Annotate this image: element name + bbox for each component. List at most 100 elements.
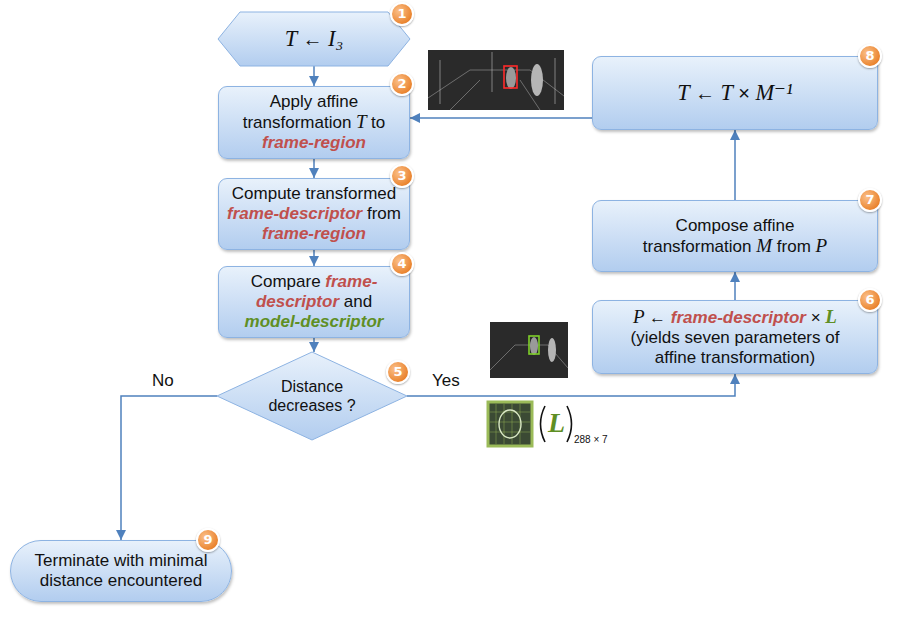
node-text: Compose affine transformation M from P bbox=[625, 216, 845, 257]
process-box: Compose affine transformation M from P bbox=[592, 200, 878, 272]
flow-arrow bbox=[313, 338, 315, 352]
text-run: from bbox=[367, 204, 401, 223]
text-run: ← bbox=[649, 308, 671, 327]
shape-fill bbox=[217, 352, 407, 440]
node-text: Distance decreases ? bbox=[264, 377, 360, 415]
text-run: frame-descriptor bbox=[671, 308, 811, 327]
flow-arrow bbox=[734, 272, 736, 300]
decision-diamond: Distance decreases ? bbox=[217, 352, 407, 440]
edge-label: No bbox=[150, 371, 176, 391]
text-run: Apply bbox=[270, 92, 317, 111]
text-run: of bbox=[825, 328, 839, 347]
flow-arrow bbox=[410, 117, 592, 119]
text-run: M bbox=[756, 235, 777, 256]
text-run: frame-region bbox=[262, 224, 366, 243]
shape-fill bbox=[218, 12, 410, 66]
text-run: parameters bbox=[735, 328, 826, 347]
diamond-outline bbox=[217, 352, 407, 440]
text-run: Distance bbox=[281, 378, 343, 395]
text-run: frame-region bbox=[262, 133, 366, 152]
text-run: transformation bbox=[243, 113, 356, 132]
callout-number: 5 bbox=[386, 360, 410, 384]
node-text: Compare frame-descriptor and model-descr… bbox=[227, 272, 401, 332]
callout-number: 7 bbox=[858, 188, 882, 212]
text-run: from bbox=[777, 237, 816, 256]
bracket bbox=[541, 406, 546, 442]
flow-arrow bbox=[313, 250, 315, 266]
node-text: (yields seven parameters of affine trans… bbox=[628, 328, 843, 368]
callout-number: 8 bbox=[858, 44, 882, 68]
text-run: T bbox=[721, 80, 739, 105]
edge-label: Yes bbox=[430, 371, 462, 391]
tracking-box bbox=[529, 336, 539, 354]
node-text: Compute transformed frame-descriptor fro… bbox=[227, 184, 401, 244]
text-run: Compute bbox=[232, 184, 306, 203]
text-run: × bbox=[738, 82, 755, 104]
grid-lines bbox=[490, 404, 530, 444]
text-run: frame-descriptor bbox=[227, 204, 367, 223]
callout-number: 2 bbox=[390, 72, 414, 96]
start-hexagon: T ← I₃ bbox=[218, 12, 410, 66]
person-figure bbox=[548, 338, 556, 362]
text-run: ← bbox=[695, 82, 721, 104]
frame-thumbnail bbox=[490, 322, 568, 378]
frame-thumbnail bbox=[428, 50, 564, 110]
bracket bbox=[567, 406, 572, 442]
callout-number: 9 bbox=[196, 528, 220, 552]
edge-streaks bbox=[440, 52, 555, 104]
flow-arrow bbox=[313, 66, 315, 86]
text-run: T bbox=[677, 80, 695, 105]
text-run: affine bbox=[655, 348, 701, 367]
text-run: decreases bbox=[268, 397, 346, 414]
process-box: Compare frame-descriptor and model-descr… bbox=[218, 266, 410, 338]
person-figure bbox=[530, 337, 538, 355]
tracking-box bbox=[504, 66, 517, 88]
text-run: ? bbox=[347, 397, 356, 414]
process-box: P ← frame-descriptor × L(yields seven pa… bbox=[592, 300, 878, 374]
text-run: to bbox=[371, 113, 385, 132]
node-text: T ← T × M⁻¹ bbox=[677, 81, 792, 105]
process-box: Compute transformed frame-descriptor fro… bbox=[218, 178, 410, 250]
face-outline bbox=[499, 410, 521, 438]
node-text: Apply affine transformation T to frame-r… bbox=[227, 92, 401, 153]
text-run: affine bbox=[753, 216, 794, 235]
callout-number: 6 bbox=[858, 288, 882, 312]
text-run: (yields bbox=[631, 328, 685, 347]
text-run: Terminate bbox=[35, 551, 114, 570]
text-run: I₃ bbox=[328, 26, 343, 51]
matrix-dimensions: 288 × 7 bbox=[574, 434, 608, 446]
thumbnail-ground bbox=[490, 322, 568, 378]
person-figure bbox=[506, 67, 516, 89]
flow-arrow bbox=[734, 130, 736, 200]
text-run: × bbox=[811, 308, 826, 327]
text-run: Compose bbox=[676, 216, 753, 235]
floor-lines bbox=[428, 70, 564, 110]
text-run: transformed bbox=[306, 184, 397, 203]
callout-number: 1 bbox=[390, 2, 414, 26]
text-run: transformation) bbox=[701, 348, 815, 367]
text-run: with bbox=[114, 551, 149, 570]
text-run: P bbox=[816, 235, 828, 256]
node-text: Terminate with minimal distance encounte… bbox=[25, 551, 217, 591]
flow-arrow bbox=[121, 396, 217, 540]
callout-number: 3 bbox=[390, 164, 414, 188]
text-run: P bbox=[633, 306, 649, 327]
text-run: L bbox=[825, 306, 837, 327]
text-run: transformation bbox=[643, 237, 756, 256]
text-run: encountered bbox=[108, 571, 203, 590]
text-run: affine bbox=[317, 92, 358, 111]
text-run: ← bbox=[302, 28, 328, 50]
text-run: seven bbox=[684, 328, 734, 347]
model-image bbox=[488, 402, 532, 446]
person-figure bbox=[531, 64, 543, 96]
callout-number: 4 bbox=[390, 252, 414, 276]
text-run: model-descriptor bbox=[245, 312, 384, 331]
text-run: and bbox=[344, 292, 372, 311]
text-run: T bbox=[285, 26, 303, 51]
process-box: T ← T × M⁻¹ bbox=[592, 56, 878, 130]
node-text: P ← frame-descriptor × L bbox=[633, 307, 837, 328]
matrix-symbol: L bbox=[548, 407, 565, 439]
flow-arrow bbox=[313, 159, 315, 178]
text-run: T bbox=[356, 111, 371, 132]
